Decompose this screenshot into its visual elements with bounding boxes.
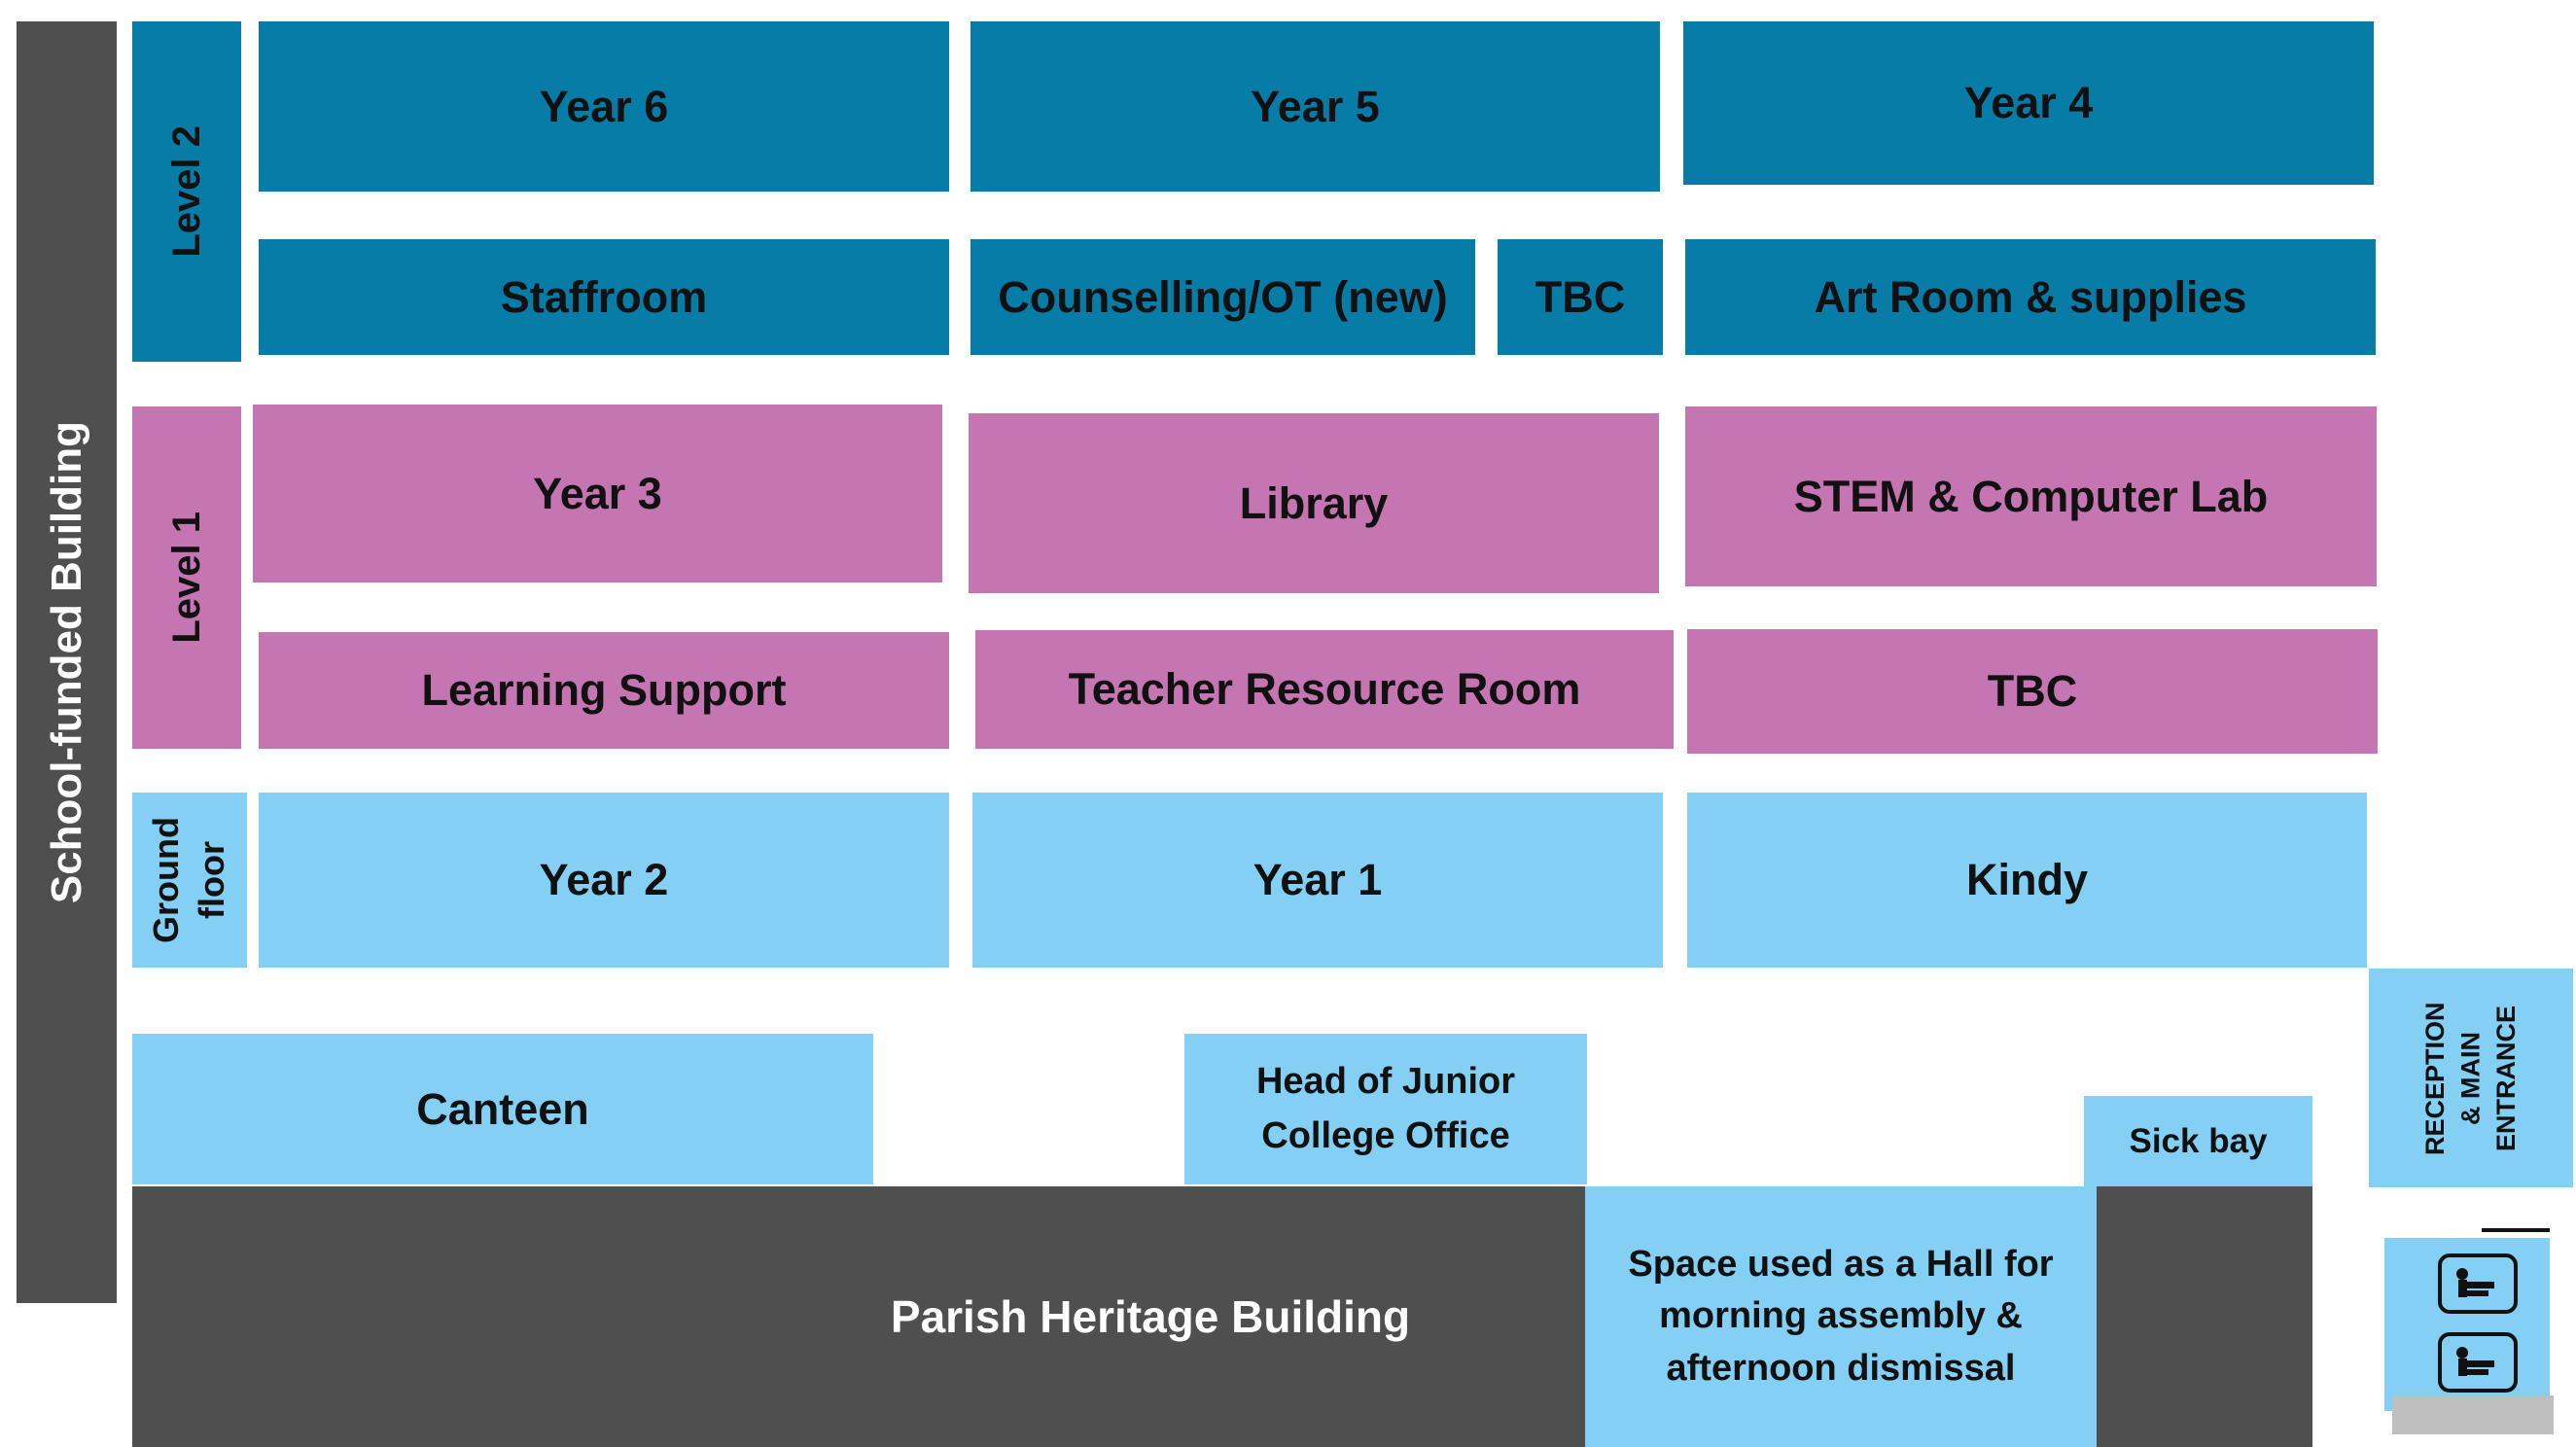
room-staffroom[interactable]: Staffroom	[259, 239, 949, 355]
level-1-label: Level 1	[164, 512, 208, 644]
parish-building-east	[2097, 1186, 2312, 1447]
room-label: Year 4	[1963, 78, 2094, 127]
room-label: Year 6	[539, 81, 669, 131]
toilet-block-base	[2392, 1395, 2554, 1434]
level-2-label: Level 2	[164, 125, 208, 258]
room-label: Year 3	[533, 468, 662, 518]
room-art-room[interactable]: Art Room & supplies	[1685, 239, 2376, 355]
assembly-hall-space[interactable]: Space used as a Hall for morning assembl…	[1585, 1186, 2097, 1447]
room-label: Staffroom	[500, 271, 708, 322]
person-glyph	[2456, 1347, 2494, 1376]
room-year-5[interactable]: Year 5	[970, 21, 1660, 192]
ground-floor-label-box: Ground floor	[132, 793, 247, 968]
room-canteen[interactable]: Canteen	[132, 1034, 873, 1184]
parish-label: Parish Heritage Building	[890, 1291, 1411, 1342]
room-label: Counselling/OT (new)	[998, 271, 1448, 322]
parish-heritage-building[interactable]: Parish Heritage Building	[132, 1186, 1585, 1447]
room-tbc-level-2[interactable]: TBC	[1498, 239, 1663, 355]
room-label: Library	[1239, 477, 1389, 528]
room-tbc-level-1[interactable]: TBC	[1687, 629, 2378, 754]
room-year-1[interactable]: Year 1	[972, 793, 1663, 968]
room-stem-computer-lab[interactable]: STEM & Computer Lab	[1685, 406, 2377, 586]
room-label: Canteen	[416, 1083, 589, 1134]
room-label: Year 1	[1253, 855, 1383, 904]
person-glyph	[2456, 1268, 2494, 1297]
room-counselling[interactable]: Counselling/OT (new)	[970, 239, 1475, 355]
room-label: Kindy	[1965, 855, 2088, 904]
room-label: Year 2	[539, 855, 669, 904]
room-label: Year 5	[1251, 81, 1380, 131]
toilet-block-edge	[2482, 1228, 2550, 1232]
room-year-2[interactable]: Year 2	[259, 793, 949, 968]
person-sign-icon	[2438, 1332, 2518, 1393]
room-year-4[interactable]: Year 4	[1683, 21, 2374, 185]
room-head-of-junior-college-office[interactable]: Head of Junior College Office	[1184, 1034, 1587, 1184]
room-learning-support[interactable]: Learning Support	[259, 632, 949, 749]
room-label: TBC	[1535, 271, 1626, 322]
room-label: STEM & Computer Lab	[1793, 471, 2269, 521]
room-teacher-resource[interactable]: Teacher Resource Room	[975, 630, 1674, 749]
room-kindy[interactable]: Kindy	[1687, 793, 2367, 968]
room-label: Head of Junior College Office	[1255, 1061, 1516, 1156]
room-label: Learning Support	[421, 665, 787, 715]
level-2-label-box: Level 2	[132, 21, 241, 362]
room-library[interactable]: Library	[969, 413, 1659, 593]
hall-label: Space used as a Hall for morning assembl…	[1628, 1244, 2054, 1389]
level-1-label-box: Level 1	[132, 406, 241, 749]
building-label: School-funded Building	[42, 420, 90, 904]
person-sign-icon	[2438, 1253, 2518, 1314]
school-funded-building-bar: School-funded Building	[17, 21, 117, 1303]
ground-floor-label: Ground floor	[146, 817, 231, 943]
room-year-6[interactable]: Year 6	[259, 21, 949, 192]
room-label: TBC	[1987, 666, 2078, 716]
room-label: Art Room & supplies	[1814, 271, 2247, 322]
room-sick-bay[interactable]: Sick bay	[2084, 1096, 2312, 1186]
reception-label: RECEPTION & MAIN ENTRANCE	[2420, 1001, 2522, 1155]
room-label: Teacher Resource Room	[1068, 664, 1581, 714]
reception-main-entrance[interactable]: RECEPTION & MAIN ENTRANCE	[2369, 969, 2573, 1187]
room-year-3[interactable]: Year 3	[253, 405, 942, 582]
room-label: Sick bay	[2129, 1121, 2268, 1160]
